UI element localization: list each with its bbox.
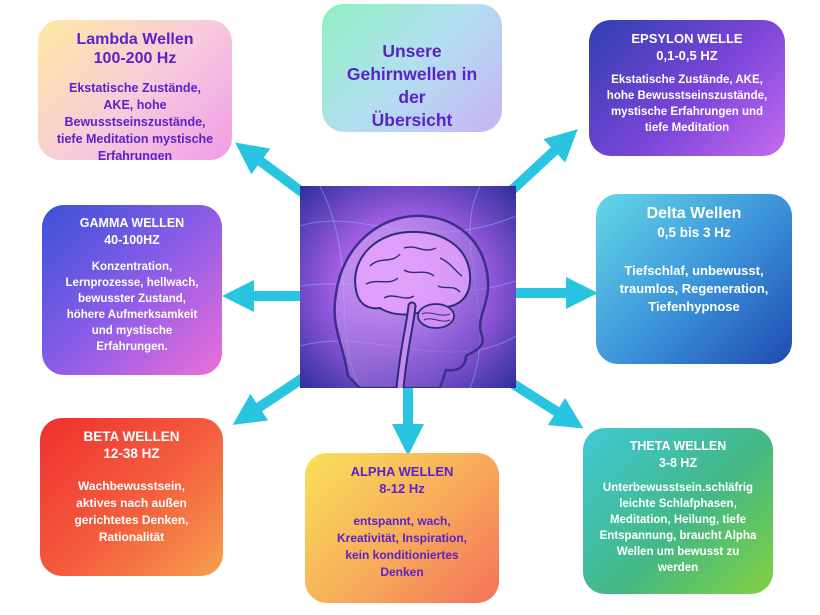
gamma-description: Konzentration, Lernprozesse, hellwach, b… bbox=[65, 261, 199, 353]
theta-description: Unterbewusstsein.schläfrig leichte Schla… bbox=[599, 482, 757, 574]
gamma-frequency: 40-100HZ bbox=[104, 233, 160, 247]
lambda-description: Ekstatische Zustände, AKE, hohe Bewussts… bbox=[56, 81, 214, 160]
arrow-to-lambda bbox=[235, 142, 313, 203]
epsylon-description: Ekstatische Zustände, AKE, hohe Bewussts… bbox=[606, 74, 768, 134]
epsylon-name: EPSYLON WELLE bbox=[631, 31, 743, 46]
card-delta-wellen: Delta Wellen 0,5 bis 3 Hz Tiefschlaf, un… bbox=[596, 194, 792, 364]
card-lambda-wellen: Lambda Wellen 100-200 Hz Ekstatische Zus… bbox=[38, 20, 232, 160]
card-theta-wellen: THETA WELLEN 3-8 HZ Unterbewusstsein.sch… bbox=[583, 428, 773, 594]
diagram-title: Unsere Gehirnwellen in der Übersicht bbox=[346, 41, 478, 130]
arrow-to-theta bbox=[507, 377, 584, 429]
beta-frequency: 12-38 HZ bbox=[103, 446, 160, 461]
theta-frequency: 3-8 HZ bbox=[658, 456, 698, 470]
card-beta-wellen: BETA WELLEN 12-38 HZ Wachbewusstsein, ak… bbox=[40, 418, 223, 576]
delta-frequency: 0,5 bis 3 Hz bbox=[657, 225, 731, 240]
brain-head-image bbox=[300, 186, 516, 388]
alpha-description: entspannt, wach, Kreativität, Inspiratio… bbox=[336, 514, 468, 579]
arrow-to-beta bbox=[232, 371, 309, 425]
beta-description: Wachbewusstsein, aktives nach außen geri… bbox=[74, 479, 189, 544]
title-card: Unsere Gehirnwellen in der Übersicht bbox=[322, 4, 502, 132]
card-epsylon-welle: EPSYLON WELLE 0,1-0,5 HZ Ekstatische Zus… bbox=[589, 20, 785, 156]
gamma-name: GAMMA WELLEN bbox=[79, 216, 185, 230]
theta-name: THETA WELLEN bbox=[629, 439, 727, 453]
lambda-name: Lambda Wellen bbox=[76, 31, 194, 48]
epsylon-frequency: 0,1-0,5 HZ bbox=[656, 48, 718, 63]
arrow-to-epsylon bbox=[506, 129, 578, 196]
alpha-frequency: 8-12 Hz bbox=[379, 481, 425, 496]
lambda-frequency: 100-200 Hz bbox=[93, 50, 177, 67]
card-gamma-wellen: GAMMA WELLEN 40-100HZ Konzentration, Ler… bbox=[42, 205, 222, 375]
alpha-name: ALPHA WELLEN bbox=[350, 464, 454, 479]
delta-description: Tiefschlaf, unbewusst, traumlos, Regener… bbox=[619, 263, 769, 314]
delta-name: Delta Wellen bbox=[646, 205, 742, 222]
card-alpha-wellen: ALPHA WELLEN 8-12 Hz entspannt, wach, Kr… bbox=[305, 453, 499, 603]
beta-name: BETA WELLEN bbox=[83, 429, 180, 444]
